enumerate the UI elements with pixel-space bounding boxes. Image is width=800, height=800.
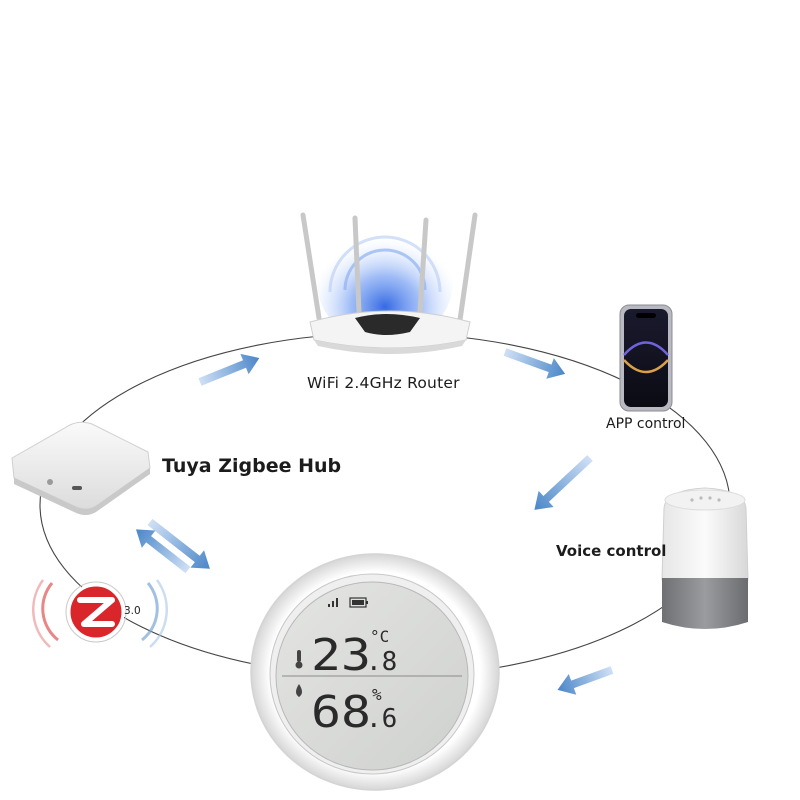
thermo-hygrometer-icon — [250, 553, 500, 791]
temperature-decimal: .8 — [366, 647, 397, 677]
arrow-phone-to-sensor — [534, 455, 593, 510]
zigbee-version-label: 3.0 — [124, 605, 141, 617]
voice-control-label: Voice control — [556, 542, 667, 560]
router-icon — [300, 212, 478, 354]
arrow-hub-to-sensor — [147, 518, 210, 569]
flow-arrows — [135, 348, 614, 695]
arrow-sensor-to-hub — [135, 529, 191, 574]
temperature-value: 23 — [311, 630, 371, 681]
app-control-label: APP control — [606, 416, 686, 432]
arrow-hub-to-router — [198, 353, 260, 386]
hub-label: Tuya Zigbee Hub — [162, 455, 342, 477]
temperature-unit: °C — [370, 627, 389, 646]
arrow-speaker-to-sensor — [557, 666, 614, 695]
router-label: WiFi 2.4GHz Router — [307, 374, 460, 392]
arrow-router-to-phone — [503, 348, 566, 379]
zigbee-hub-icon — [11, 421, 151, 515]
humidity-value: 68 — [311, 687, 371, 738]
humidity-decimal: .6 — [366, 704, 397, 734]
smart-speaker-icon — [661, 487, 749, 629]
smartphone-icon — [619, 304, 673, 412]
humidity-unit: % — [372, 685, 382, 704]
zigbee-logo-icon — [32, 579, 168, 648]
